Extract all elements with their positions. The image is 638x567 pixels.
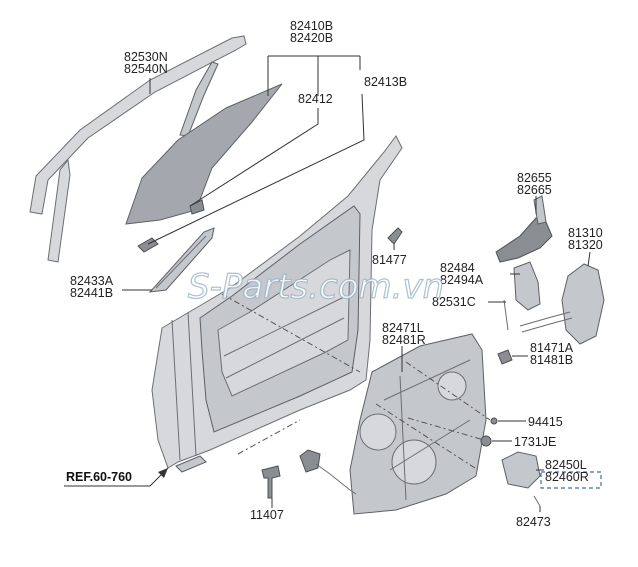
part-number-line: 82441B bbox=[70, 286, 113, 300]
part-number-line: 81477 bbox=[372, 253, 407, 267]
part-number-line: 82412 bbox=[298, 92, 333, 106]
cable-assy-part bbox=[495, 195, 553, 263]
grommet-part bbox=[387, 227, 403, 245]
label-plug: 1731JE bbox=[514, 435, 556, 449]
label-clip-c: 82531C bbox=[432, 295, 476, 309]
part-number-line: 82484 bbox=[440, 261, 475, 275]
part-number-line: 81320 bbox=[568, 238, 603, 252]
screw-part bbox=[533, 495, 541, 507]
part-number-line: 81310 bbox=[568, 226, 603, 240]
plug-part bbox=[480, 435, 492, 447]
part-number-line: 82420B bbox=[290, 31, 333, 45]
leader-lines bbox=[64, 55, 591, 512]
bolt-11407-part bbox=[261, 465, 281, 499]
wiring-harness bbox=[299, 449, 357, 495]
label-glass-clip: 82413B bbox=[364, 75, 407, 89]
label-bolt-11407: 11407 bbox=[250, 508, 284, 522]
part-number-line: 81471A bbox=[530, 341, 574, 355]
label-screw: 82473 bbox=[516, 515, 551, 529]
delta-cover-part bbox=[148, 227, 215, 293]
bracket-part bbox=[503, 261, 541, 331]
part-number-line: 82450L bbox=[545, 458, 587, 472]
part-number-line: 82540N bbox=[124, 62, 168, 76]
motor-part bbox=[501, 451, 541, 489]
part-number-line: 81481B bbox=[530, 353, 573, 367]
part-number-line: 82473 bbox=[516, 515, 551, 529]
part-number-line: 1731JE bbox=[514, 435, 556, 449]
label-bolt-94415: 94415 bbox=[528, 415, 563, 429]
part-number-line: 82531C bbox=[432, 295, 476, 309]
regulator-module-part bbox=[349, 333, 487, 515]
label-grommet: 81477 bbox=[372, 253, 407, 267]
highlight-box bbox=[540, 471, 602, 489]
part-number-line: 82410B bbox=[290, 19, 333, 33]
label-reference: REF.60-760 bbox=[66, 470, 132, 484]
part-number-line: 82433A bbox=[70, 274, 114, 288]
door-glass-part bbox=[125, 83, 283, 225]
part-number-line: 82413B bbox=[364, 75, 407, 89]
part-number-line: 94415 bbox=[528, 415, 563, 429]
part-number-line: 82530N bbox=[124, 50, 168, 64]
part-number-line: 82665 bbox=[517, 183, 552, 197]
label-glass-channel: 82412 bbox=[298, 92, 333, 106]
part-number-line: 82481R bbox=[382, 333, 426, 347]
part-number-line: 82471L bbox=[382, 321, 424, 335]
part-number-line: 82655 bbox=[517, 171, 552, 185]
watermark: S-Parts.com.vn bbox=[188, 267, 444, 307]
bolt-94415-part bbox=[490, 417, 498, 425]
part-number-line: 11407 bbox=[250, 508, 284, 522]
hinge-pin-part bbox=[497, 349, 513, 365]
door-shell bbox=[151, 135, 403, 473]
part-number-line: 82460R bbox=[545, 470, 589, 484]
latch-assy-part bbox=[519, 263, 605, 345]
part-number-line: 82494A bbox=[440, 273, 484, 287]
